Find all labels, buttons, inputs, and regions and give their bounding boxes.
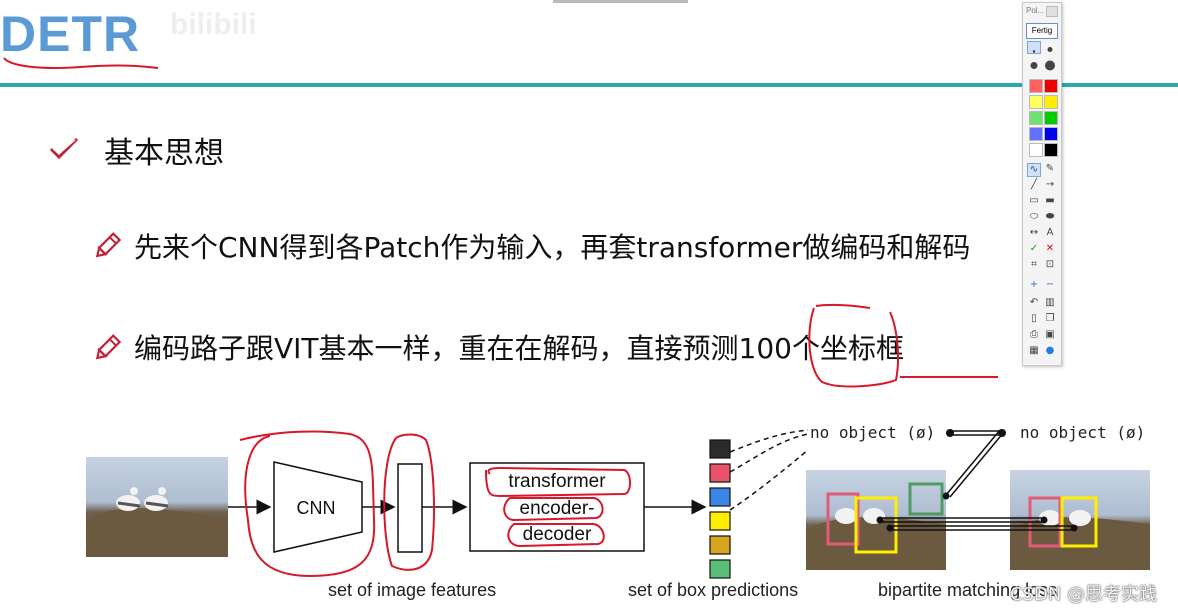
bipartite-matching-lines bbox=[876, 429, 1078, 532]
toolbar-title: Pol... bbox=[1026, 6, 1045, 15]
pen-size-xs[interactable] bbox=[1027, 41, 1041, 54]
arrow-icon[interactable]: → bbox=[1045, 179, 1055, 190]
copy-icon[interactable]: ❐ bbox=[1045, 313, 1055, 324]
slide-title: DETR bbox=[0, 6, 141, 62]
caption-box-predictions: set of box predictions bbox=[628, 580, 799, 600]
rectangle-icon[interactable]: ▭ bbox=[1029, 195, 1039, 206]
filled-rectangle-icon[interactable]: ▬ bbox=[1045, 195, 1055, 206]
double-arrow-icon[interactable]: ↔ bbox=[1029, 227, 1039, 238]
prediction-box-2 bbox=[709, 463, 731, 483]
color-swatch-4[interactable] bbox=[1044, 95, 1058, 109]
caption-bipartite-matching: bipartite matching loss bbox=[878, 580, 1058, 600]
color-swatch-2[interactable] bbox=[1044, 79, 1058, 93]
color-swatch-3[interactable] bbox=[1029, 95, 1043, 109]
red-pen-annotations bbox=[239, 430, 631, 578]
minus-icon[interactable]: − bbox=[1045, 279, 1055, 290]
color-swatch-8[interactable] bbox=[1044, 127, 1058, 141]
toolbar-close-button[interactable] bbox=[1046, 6, 1058, 17]
image-features-block bbox=[397, 463, 423, 553]
text-icon[interactable]: A bbox=[1046, 227, 1054, 238]
caption-image-features: set of image features bbox=[328, 580, 497, 600]
csdn-watermark: CSDN @思考实践 bbox=[1010, 584, 1158, 605]
crop-icon[interactable]: ⌗ bbox=[1031, 259, 1037, 270]
print-icon[interactable]: ⎙ bbox=[1030, 329, 1038, 340]
color-swatch-1[interactable] bbox=[1029, 79, 1043, 93]
no-object-label-1: no object (ø) bbox=[810, 423, 935, 442]
plus-icon[interactable]: + bbox=[1029, 279, 1039, 290]
color-swatch-5[interactable] bbox=[1029, 111, 1043, 125]
sub-bullet-1-text: 先来个CNN得到各Patch作为输入，再套transformer做编码和解码 bbox=[134, 231, 971, 264]
screenshot-icon[interactable]: ▦ bbox=[1029, 345, 1039, 356]
line-icon[interactable]: ╱ bbox=[1030, 179, 1038, 190]
transformer-label: transformer bbox=[508, 471, 606, 492]
pen-toolbar: Pol... Fertig ∿ ✎ ╱ → ▭ ▬ ⬭ ⬬ ↔ A ✓ ✕ ⌗ ⊡ +−↶ ▥ ▯ ❐ ⎙ ▣ ▦ ● bbox=[1022, 2, 1062, 366]
no-object-label-2: no object (ø) bbox=[1020, 423, 1145, 442]
ground-truth-image bbox=[1010, 470, 1150, 570]
transformer-block: transformer encoder- decoder bbox=[469, 462, 645, 552]
color-swatch-10[interactable] bbox=[1044, 143, 1058, 157]
prediction-box-4 bbox=[709, 511, 731, 531]
cnn-block: CNN bbox=[273, 461, 363, 553]
annotation-circle-100 bbox=[808, 303, 998, 388]
prediction-image bbox=[806, 470, 946, 570]
bilibili-watermark: bilibili bbox=[170, 8, 257, 41]
prediction-box-3 bbox=[709, 487, 731, 507]
encoder-label: encoder- bbox=[520, 498, 595, 519]
highlighter-icon[interactable]: ✎ bbox=[1045, 163, 1055, 174]
detr-architecture-diagram: CNN transformer encoder- decoder no obje… bbox=[86, 423, 1150, 579]
header-divider bbox=[0, 83, 1178, 87]
cross-icon[interactable]: ✕ bbox=[1045, 243, 1055, 254]
pencil-icon bbox=[95, 334, 122, 360]
freehand-pen-icon[interactable]: ∿ bbox=[1027, 163, 1041, 177]
title-underline-annotation bbox=[3, 57, 159, 69]
prediction-box-6 bbox=[709, 559, 731, 579]
color-swatch-9[interactable] bbox=[1029, 143, 1043, 157]
input-image-seagulls bbox=[86, 457, 228, 557]
check-icon[interactable]: ✓ bbox=[1029, 243, 1039, 254]
delete-icon[interactable]: ▥ bbox=[1045, 297, 1055, 308]
save-icon[interactable]: ▣ bbox=[1045, 329, 1055, 340]
pen-size-l[interactable] bbox=[1043, 57, 1057, 71]
prediction-box-5 bbox=[709, 535, 731, 555]
color-swatch-6[interactable] bbox=[1044, 111, 1058, 125]
top-tab-indicator bbox=[553, 0, 688, 3]
color-swatch-7[interactable] bbox=[1029, 127, 1043, 141]
main-bullet-text: 基本思想 bbox=[104, 136, 224, 171]
pen-size-s[interactable] bbox=[1043, 41, 1057, 54]
done-button[interactable]: Fertig bbox=[1026, 23, 1058, 39]
new-page-icon[interactable]: ▯ bbox=[1031, 313, 1037, 324]
info-icon[interactable]: ● bbox=[1045, 345, 1055, 356]
ellipse-icon[interactable]: ⬭ bbox=[1029, 211, 1039, 222]
sub-bullet-2-text: 编码路子跟VIT基本一样，重在在解码，直接预测100个坐标框 bbox=[134, 332, 904, 365]
decoder-label: decoder bbox=[523, 524, 592, 545]
box-predictions bbox=[709, 439, 731, 579]
zoom-icon[interactable]: ⊡ bbox=[1045, 259, 1055, 270]
pen-size-m[interactable] bbox=[1027, 57, 1041, 70]
undo-icon[interactable]: ↶ bbox=[1029, 297, 1039, 308]
prediction-box-1 bbox=[709, 439, 731, 459]
filled-ellipse-icon[interactable]: ⬬ bbox=[1045, 211, 1055, 222]
pencil-icon bbox=[95, 232, 122, 258]
cnn-label: CNN bbox=[297, 498, 336, 518]
checkmark-icon bbox=[49, 137, 79, 160]
